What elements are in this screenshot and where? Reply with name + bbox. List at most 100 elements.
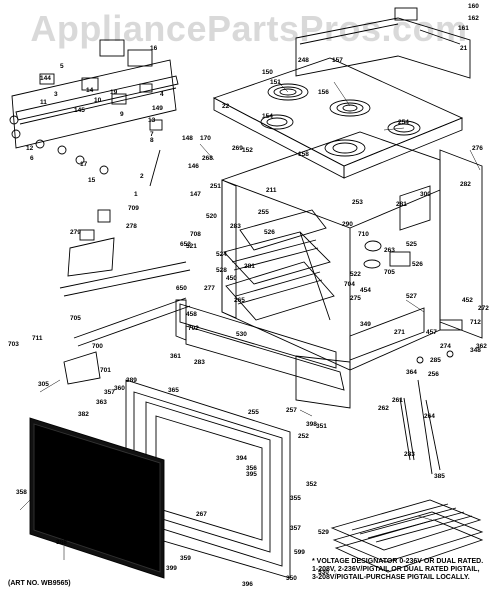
part-callout: 256 bbox=[428, 371, 439, 378]
part-callout: 700 bbox=[92, 343, 103, 350]
part-callout: 10 bbox=[94, 97, 102, 104]
part-callout: 705 bbox=[384, 269, 395, 276]
part-callout: 528 bbox=[216, 267, 227, 274]
part-callout: 350 bbox=[286, 575, 297, 582]
part-callout: 255 bbox=[258, 209, 269, 216]
part-callout: 16 bbox=[150, 45, 158, 52]
part-callout: 530 bbox=[318, 569, 329, 576]
part-callout: 711 bbox=[32, 335, 43, 342]
part-callout: 21 bbox=[460, 45, 468, 52]
part-callout: 349 bbox=[360, 321, 371, 328]
part-callout: 144 bbox=[40, 75, 51, 82]
part-callout: 650 bbox=[176, 285, 187, 292]
cooktop bbox=[212, 57, 464, 179]
part-callout: 22 bbox=[222, 103, 230, 110]
part-callout: 357 bbox=[290, 525, 301, 532]
part-callout: 276 bbox=[472, 145, 483, 152]
part-callout: 385 bbox=[434, 473, 445, 480]
part-callout: 399 bbox=[166, 565, 177, 572]
part-callout: 396 bbox=[242, 581, 253, 588]
part-callout: 599 bbox=[294, 549, 305, 556]
part-callout: 252 bbox=[298, 433, 309, 440]
part-callout: 530 bbox=[236, 331, 247, 338]
part-callout: 353 bbox=[114, 503, 125, 510]
part-callout: 394 bbox=[236, 455, 247, 462]
part-callout: 4 bbox=[160, 91, 164, 98]
part-callout: 145 bbox=[74, 107, 85, 114]
part-callout: 382 bbox=[78, 411, 89, 418]
part-callout: 251 bbox=[210, 183, 221, 190]
part-callout: 154 bbox=[262, 113, 273, 120]
part-callout: 356 bbox=[246, 465, 257, 472]
part-callout: 361 bbox=[170, 353, 181, 360]
part-callout: 149 bbox=[152, 105, 163, 112]
part-callout: 357 bbox=[104, 389, 115, 396]
part-callout: 281 bbox=[244, 263, 255, 270]
part-callout: 272 bbox=[478, 305, 489, 312]
part-callout: 170 bbox=[200, 135, 211, 142]
part-callout: 360 bbox=[114, 385, 125, 392]
part-callout: 152 bbox=[242, 147, 253, 154]
part-callout: 388 bbox=[56, 539, 67, 546]
part-callout: 521 bbox=[186, 243, 197, 250]
part-callout: 3 bbox=[54, 91, 58, 98]
part-callout: 526 bbox=[412, 261, 423, 268]
part-callout: 457 bbox=[426, 329, 437, 336]
voltage-note-line-1: * VOLTAGE DESIGNATOR 0-236V OR DUAL RATE… bbox=[312, 558, 484, 565]
part-callout: 526 bbox=[264, 229, 275, 236]
part-callout: 19 bbox=[110, 89, 118, 96]
part-callout: 705 bbox=[70, 315, 81, 322]
part-callout: 12 bbox=[26, 145, 34, 152]
part-callout: 261 bbox=[392, 397, 403, 404]
part-callout: 274 bbox=[440, 343, 451, 350]
part-callout: 365 bbox=[168, 387, 179, 394]
part-callout: 364 bbox=[406, 369, 417, 376]
part-callout: 271 bbox=[394, 329, 405, 336]
part-callout: 160 bbox=[468, 3, 479, 10]
part-callout: 525 bbox=[406, 241, 417, 248]
part-callout: 358 bbox=[16, 489, 27, 496]
part-callout: 363 bbox=[96, 399, 107, 406]
part-callout: 450 bbox=[226, 275, 237, 282]
part-callout: 362 bbox=[476, 343, 487, 350]
right-hardware bbox=[349, 185, 463, 475]
voltage-note: * VOLTAGE DESIGNATOR 0-236V OR DUAL RATE… bbox=[312, 558, 496, 582]
part-callout: 257 bbox=[286, 407, 297, 414]
part-callout: 263 bbox=[384, 247, 395, 254]
part-callout: 520 bbox=[206, 213, 217, 220]
part-callout: 211 bbox=[266, 187, 277, 194]
part-callout: 283 bbox=[230, 223, 241, 230]
part-callout: 395 bbox=[246, 471, 257, 478]
part-callout: 7 bbox=[150, 131, 154, 138]
part-callout: 11 bbox=[40, 99, 47, 106]
part-callout: 351 bbox=[316, 423, 327, 430]
part-callout: 2 bbox=[140, 173, 144, 180]
part-callout: 359 bbox=[180, 555, 191, 562]
part-callout: 708 bbox=[190, 231, 201, 238]
left-brackets bbox=[59, 209, 191, 385]
part-callout: 8 bbox=[150, 137, 154, 144]
part-callout: 704 bbox=[344, 281, 355, 288]
part-callout: 265 bbox=[234, 297, 245, 304]
part-callout: 267 bbox=[196, 511, 207, 518]
part-callout: 522 bbox=[350, 271, 361, 278]
leader-lines bbox=[19, 81, 481, 560]
part-callout: 277 bbox=[204, 285, 215, 292]
part-callout: 529 bbox=[318, 529, 329, 536]
part-callout: 9 bbox=[120, 111, 124, 118]
part-callout: 278 bbox=[126, 223, 137, 230]
part-callout: 15 bbox=[88, 177, 96, 184]
part-callout: 264 bbox=[424, 413, 435, 420]
part-callout: 283 bbox=[194, 359, 205, 366]
part-callout: 248 bbox=[298, 57, 309, 64]
part-callout: 527 bbox=[406, 293, 417, 300]
part-callout: 281 bbox=[396, 201, 407, 208]
part-callout: 283 bbox=[404, 451, 415, 458]
part-callout: 151 bbox=[270, 79, 281, 86]
oven-racks bbox=[223, 209, 335, 321]
part-callout: 652 bbox=[180, 241, 191, 248]
part-callout: 1 bbox=[134, 191, 138, 198]
part-callout: 13 bbox=[148, 117, 156, 124]
part-callout: 709 bbox=[128, 205, 139, 212]
